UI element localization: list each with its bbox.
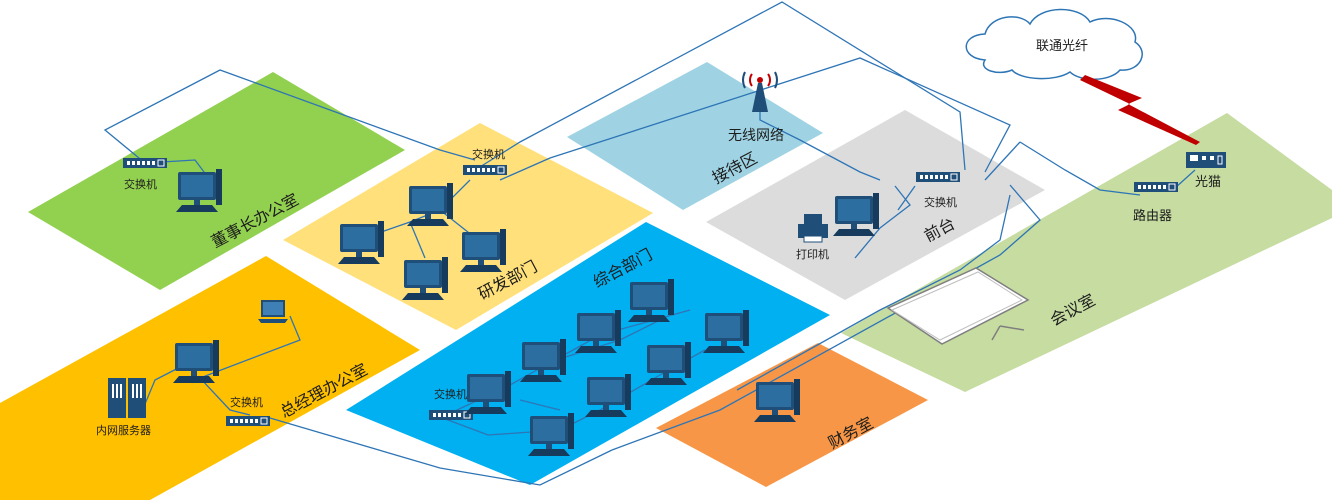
server-label: 内网服务器 bbox=[96, 423, 151, 437]
switch-general-label: 交换机 bbox=[434, 387, 467, 401]
isp-label: 联通光纤 bbox=[1036, 39, 1088, 54]
router-icon bbox=[1133, 181, 1179, 193]
router-label: 路由器 bbox=[1133, 208, 1172, 224]
printer-icon bbox=[798, 214, 828, 243]
modem-icon bbox=[1186, 152, 1226, 168]
switch-chairman-label: 交换机 bbox=[124, 177, 157, 191]
switch-rnd-label: 交换机 bbox=[472, 147, 505, 161]
modem-label: 光猫 bbox=[1195, 175, 1221, 190]
lightning-icon bbox=[1080, 75, 1200, 145]
switch-general-icon bbox=[428, 409, 474, 421]
switch-gm-label: 交换机 bbox=[230, 395, 263, 409]
printer-label: 打印机 bbox=[796, 247, 829, 261]
switch-rnd-icon bbox=[462, 164, 508, 176]
switch-front-label: 交换机 bbox=[924, 195, 957, 209]
wireless-label: 无线网络 bbox=[728, 128, 784, 144]
room-finance-area bbox=[656, 343, 928, 487]
wireless-antenna-icon bbox=[742, 71, 778, 112]
whiteboard-icon bbox=[886, 267, 1030, 345]
laptop-gm-icon bbox=[258, 300, 288, 323]
isp-fiber-cloud bbox=[965, 8, 1143, 80]
server-icon bbox=[108, 378, 146, 418]
switch-chairman-icon bbox=[122, 157, 168, 169]
switch-front-icon bbox=[915, 171, 961, 183]
switch-gm-icon bbox=[225, 415, 271, 427]
room-rnd-area bbox=[283, 123, 653, 330]
